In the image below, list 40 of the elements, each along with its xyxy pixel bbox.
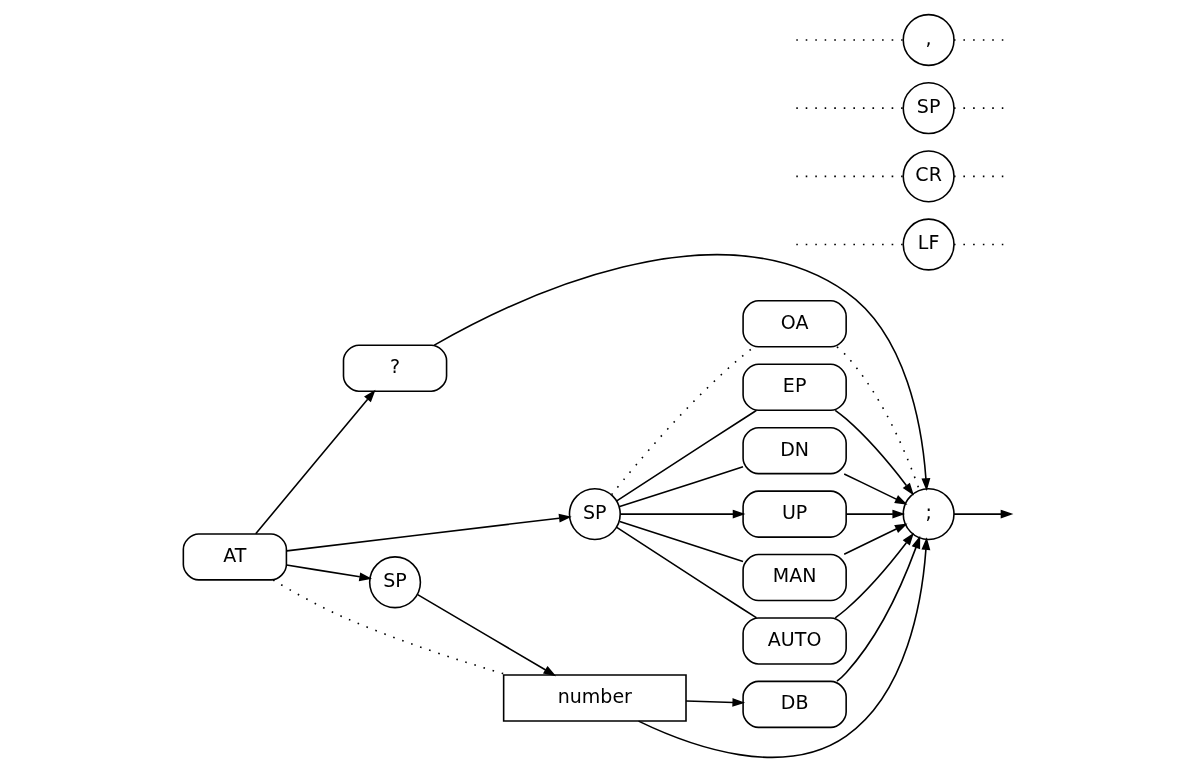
- node-box: ?: [342, 344, 448, 392]
- arrow: [834, 532, 914, 619]
- arrow: [953, 509, 1014, 519]
- node-box: EP: [742, 363, 847, 412]
- node-box: OA: [742, 300, 847, 348]
- connector: [615, 409, 758, 502]
- node-circle: ;: [902, 487, 955, 541]
- arrow: [836, 535, 921, 683]
- arrow: [637, 537, 931, 759]
- connector: [618, 466, 744, 508]
- connector: [618, 520, 744, 563]
- connector: [615, 526, 758, 619]
- node-box: DN: [742, 426, 847, 475]
- node-box: UP: [742, 490, 847, 538]
- arrow: [843, 473, 908, 505]
- arrow: [834, 409, 914, 496]
- node-box: AUTO: [742, 617, 847, 665]
- arrow: [416, 593, 557, 677]
- node-circle: ,: [902, 13, 955, 67]
- arrow: [843, 523, 908, 556]
- connector: [795, 175, 904, 178]
- node-circle: SP: [902, 82, 955, 135]
- connector: [795, 39, 904, 41]
- arrow: [619, 509, 746, 519]
- node-box: number: [502, 674, 687, 722]
- connector: [795, 107, 904, 109]
- node-box: MAN: [742, 553, 847, 602]
- node-circle: CR: [902, 150, 955, 203]
- connector: [795, 243, 904, 246]
- node-circle: LF: [902, 218, 955, 271]
- arrow: [285, 564, 373, 582]
- node-box: DB: [742, 680, 847, 729]
- node-box: AT: [182, 533, 288, 581]
- node-circle: SP: [568, 487, 621, 541]
- arrow: [845, 509, 906, 519]
- arrow: [685, 697, 746, 707]
- arrow: [433, 254, 931, 492]
- arrow: [286, 513, 572, 552]
- node-circle: SP: [368, 556, 422, 609]
- arrow: [254, 389, 376, 535]
